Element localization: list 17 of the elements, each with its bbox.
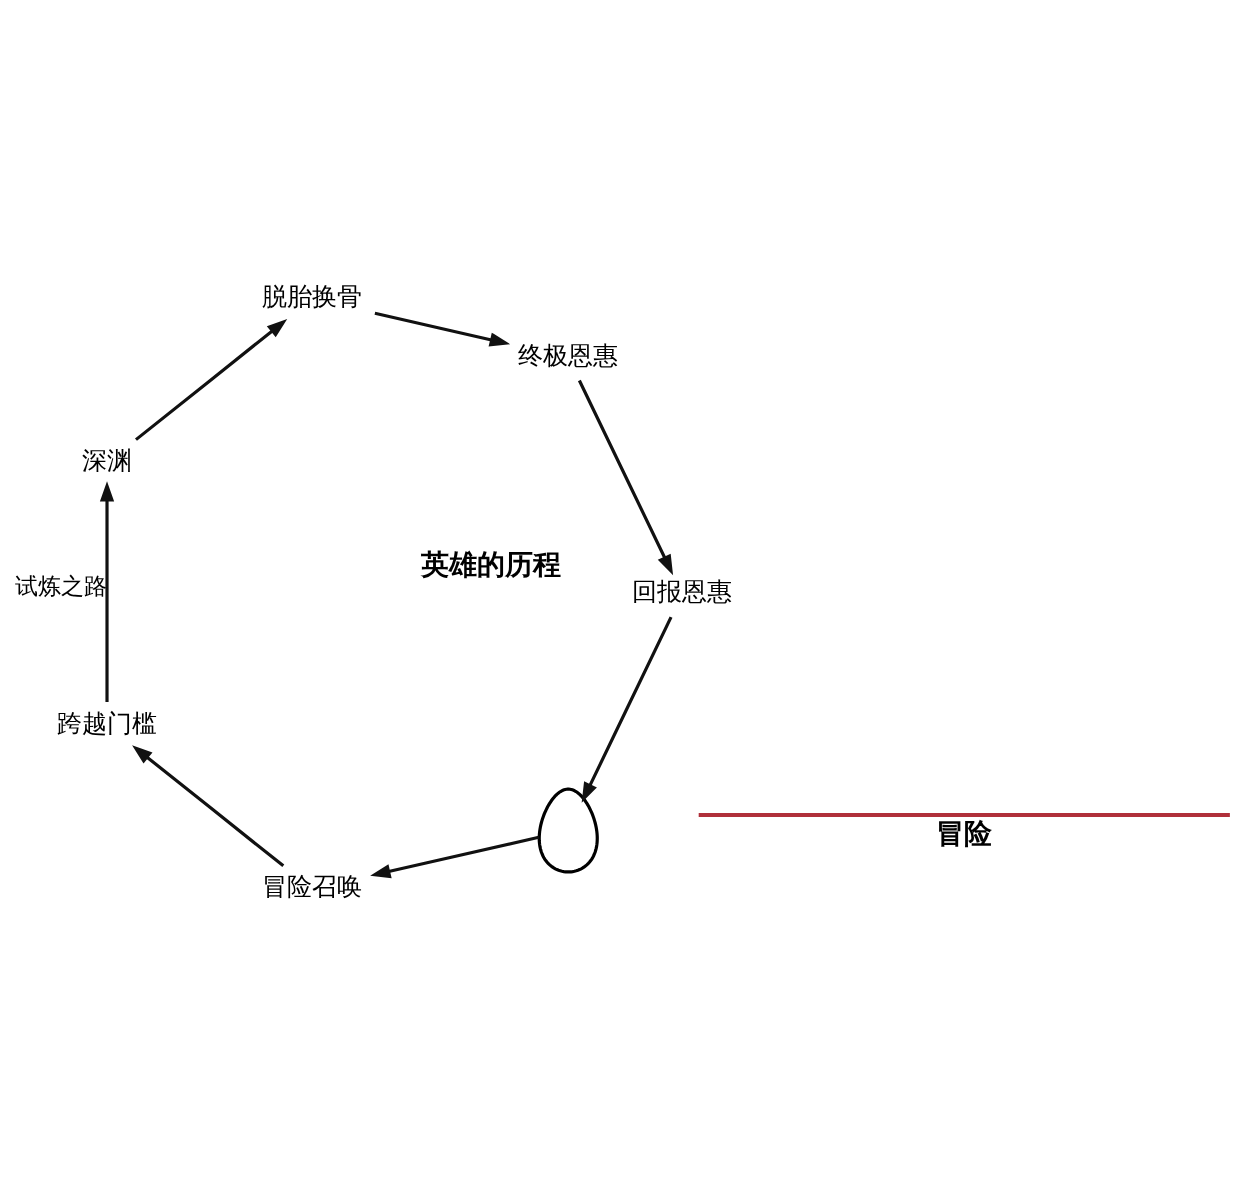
node-text: 脱胎换骨	[262, 281, 363, 312]
edge-label: 试炼之路	[14, 572, 107, 599]
node-text: 冒险召唤	[262, 871, 363, 902]
node-text: 跨越门槛	[57, 707, 158, 738]
node-person	[537, 787, 599, 874]
label: 冒险	[936, 817, 993, 851]
arrow	[135, 319, 288, 441]
label: 英雄的历程	[421, 548, 562, 582]
arrow	[581, 616, 673, 803]
arrow	[577, 379, 674, 576]
node-text: 回报恩惠	[632, 576, 733, 607]
arrow	[370, 835, 540, 879]
arrow	[374, 311, 511, 347]
node-text: 深渊	[82, 445, 133, 476]
arrow	[99, 481, 115, 702]
node-text: 终极恩惠	[518, 339, 619, 370]
arrow	[132, 745, 285, 868]
